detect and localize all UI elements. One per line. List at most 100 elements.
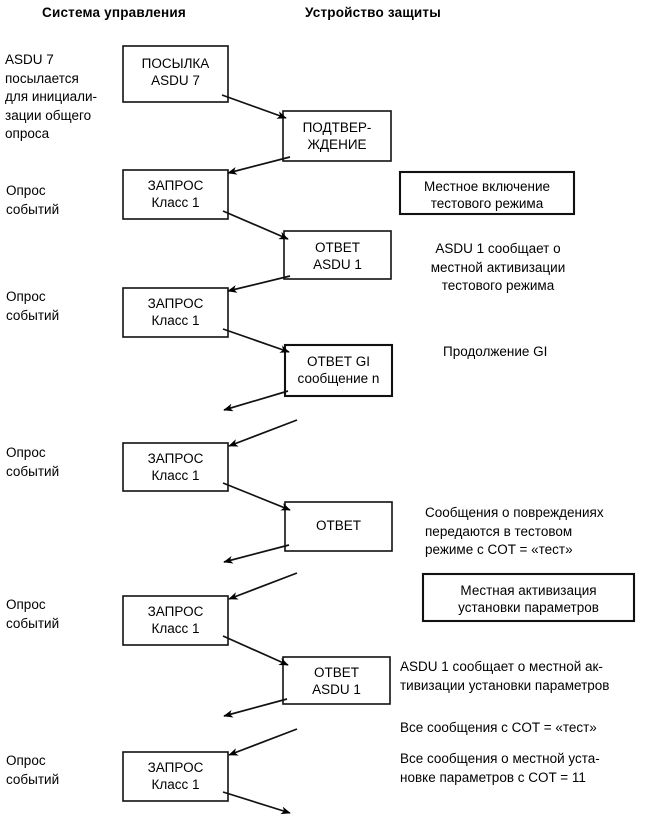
box-outline-send-asdu7 (122, 45, 229, 103)
note-gi-cont-line-1: Продолжение GI (443, 344, 548, 359)
box-request-5-line-1: ЗАПРОС (147, 760, 204, 775)
note-poll-3-line-1: Опрос (6, 445, 46, 460)
box-answer: ОТВЕТ (285, 517, 392, 534)
box-request-2-line-2: Класс 1 (151, 313, 200, 328)
box-answer-asdu1-1-line-1: ОТВЕТ (314, 240, 360, 255)
note-asdu1-param-line-1: ASDU 1 сообщает о местной ак- (400, 659, 603, 674)
box-outline-local-test (398, 170, 576, 216)
note-poll-5-line-1: Опрос (6, 753, 46, 768)
arrow-request4-to-answer2 (222, 635, 289, 666)
box-request-4-line-2: Класс 1 (151, 621, 200, 636)
note-asdu1-test-line-3: тестового режима (441, 278, 555, 293)
box-outline-answer-asdu1-2 (282, 656, 391, 705)
note-poll-2-line-2: событий (6, 307, 60, 323)
box-answer-gi-line-1: ОТВЕТ GI (306, 354, 370, 369)
box-confirm-line-1: ПОДТВЕР- (302, 120, 372, 135)
box-outline-answer-asdu1-1 (283, 230, 392, 280)
note-fault-msgs-line-3: режиме с COT = «тест» (425, 542, 573, 557)
note-all-test: Все сообщения с COT = «тест» (400, 719, 597, 738)
arrow-into-request4 (228, 572, 298, 600)
note-poll-1-line-2: событий (6, 201, 60, 217)
box-request-1: ЗАПРОС Класс 1 (123, 177, 228, 211)
note-poll-5: Опрос событий (6, 752, 59, 789)
box-outline-confirm (282, 110, 392, 162)
box-answer-gi-line-2: сообщение n (297, 371, 380, 386)
note-asdu1-test-line-1: ASDU 1 сообщает о (435, 241, 561, 256)
box-answer-gi: ОТВЕТ GI сообщение n (285, 353, 392, 387)
note-fault-msgs: Сообщения о повреждениях передаются в те… (425, 504, 604, 560)
box-answer-asdu1-2-line-2: ASDU 1 (312, 682, 361, 697)
note-poll-5-line-2: событий (6, 771, 60, 787)
box-outline-local-params (421, 572, 636, 623)
column-header-protection-device: Устройство защиты (305, 5, 441, 20)
note-poll-1-line-1: Опрос (6, 183, 46, 198)
note-fault-msgs-line-1: Сообщения о повреждениях (425, 505, 604, 520)
note-all-param-line-1: Все сообщения о местной уста- (400, 751, 600, 766)
note-asdu7-line-3: для инициали- (5, 89, 98, 105)
arrow-answer-out (223, 544, 290, 564)
box-request-5: ЗАПРОС Класс 1 (123, 759, 228, 793)
box-outline-request-4 (122, 595, 229, 646)
box-request-4: ЗАПРОС Класс 1 (123, 603, 228, 637)
box-local-test-line-1: Местное включение (423, 179, 551, 194)
box-request-4-line-1: ЗАПРОС (147, 604, 204, 619)
note-poll-4-line-1: Опрос (6, 597, 46, 612)
box-local-params: Местная активизация установки параметров (423, 582, 634, 616)
box-answer-asdu1-1-line-2: ASDU 1 (313, 257, 362, 272)
note-asdu7: ASDU 7 посылается для инициали- зации об… (5, 51, 97, 144)
arrow-send-to-confirm (221, 94, 287, 119)
note-asdu1-param: ASDU 1 сообщает о местной ак- тивизации … (400, 658, 609, 695)
note-poll-4-line-2: событий (6, 615, 60, 631)
note-gi-cont: Продолжение GI (443, 343, 547, 362)
arrow-gi-out (223, 390, 289, 412)
box-answer-asdu1-2: ОТВЕТ ASDU 1 (283, 664, 390, 698)
box-outline-request-2 (122, 287, 229, 338)
arrow-confirm-to-request1 (227, 156, 291, 175)
box-outline-answer-gi (283, 343, 394, 398)
box-request-1-line-2: Класс 1 (151, 195, 200, 210)
box-outline-request-1 (122, 169, 229, 220)
box-confirm-line-2: ЖДЕНИЕ (307, 137, 367, 152)
note-fault-msgs-line-2: передаются в тестовом (425, 523, 573, 539)
note-asdu7-line-4: зации общего (5, 107, 92, 123)
box-outline-request-5 (122, 751, 229, 802)
arrow-request1-to-answer1 (222, 210, 289, 240)
arrow-into-request3 (228, 419, 298, 447)
box-request-1-line-1: ЗАПРОС (147, 178, 204, 193)
box-answer-asdu1-2-line-1: ОТВЕТ (313, 665, 359, 680)
box-confirm: ПОДТВЕР- ЖДЕНИЕ (283, 119, 391, 153)
box-local-params-line-2: установки параметров (458, 600, 599, 615)
note-asdu7-line-1: ASDU 7 (5, 52, 54, 67)
arrow-request5-out (222, 791, 291, 815)
note-asdu1-test: ASDU 1 сообщает о местной активизации те… (403, 240, 593, 296)
arrow-request2-to-gi (222, 328, 290, 353)
box-request-2-line-1: ЗАПРОС (147, 296, 204, 311)
box-local-test-line-2: тестового режима (430, 196, 544, 211)
arrow-request3-to-answer (222, 482, 291, 511)
column-header-control-system: Система управления (42, 5, 186, 20)
note-poll-1: Опрос событий (6, 182, 59, 219)
note-poll-4: Опрос событий (6, 596, 59, 633)
box-answer-asdu1-1: ОТВЕТ ASDU 1 (284, 239, 391, 273)
note-asdu7-line-5: опроса (5, 126, 50, 142)
note-all-param-line-2: новке параметров с COT = 11 (400, 769, 586, 785)
box-request-5-line-2: Класс 1 (151, 777, 200, 792)
note-poll-2-line-1: Опрос (6, 289, 46, 304)
arrow-into-request5 (228, 728, 298, 756)
note-asdu7-line-2: посылается (5, 70, 79, 86)
note-all-param: Все сообщения о местной уста- новке пара… (400, 750, 600, 787)
note-all-test-line-1: Все сообщения с COT = «тест» (400, 720, 597, 735)
box-local-params-line-1: Местная активизация (460, 583, 597, 598)
arrow-answer1-to-request2 (227, 275, 291, 293)
box-send-asdu7-line-2: ASDU 7 (151, 73, 200, 88)
box-answer-line-1: ОТВЕТ (315, 518, 361, 533)
note-poll-3: Опрос событий (6, 444, 59, 481)
arrow-answer2-out (223, 698, 288, 718)
box-send-asdu7-line-1: ПОСЫЛКА (141, 56, 210, 71)
box-request-3: ЗАПРОС Класс 1 (123, 450, 228, 484)
note-poll-2: Опрос событий (6, 288, 59, 325)
box-request-3-line-2: Класс 1 (151, 468, 200, 483)
box-request-3-line-1: ЗАПРОС (147, 451, 204, 466)
note-asdu1-param-line-2: тивизации установки параметров (400, 677, 610, 693)
